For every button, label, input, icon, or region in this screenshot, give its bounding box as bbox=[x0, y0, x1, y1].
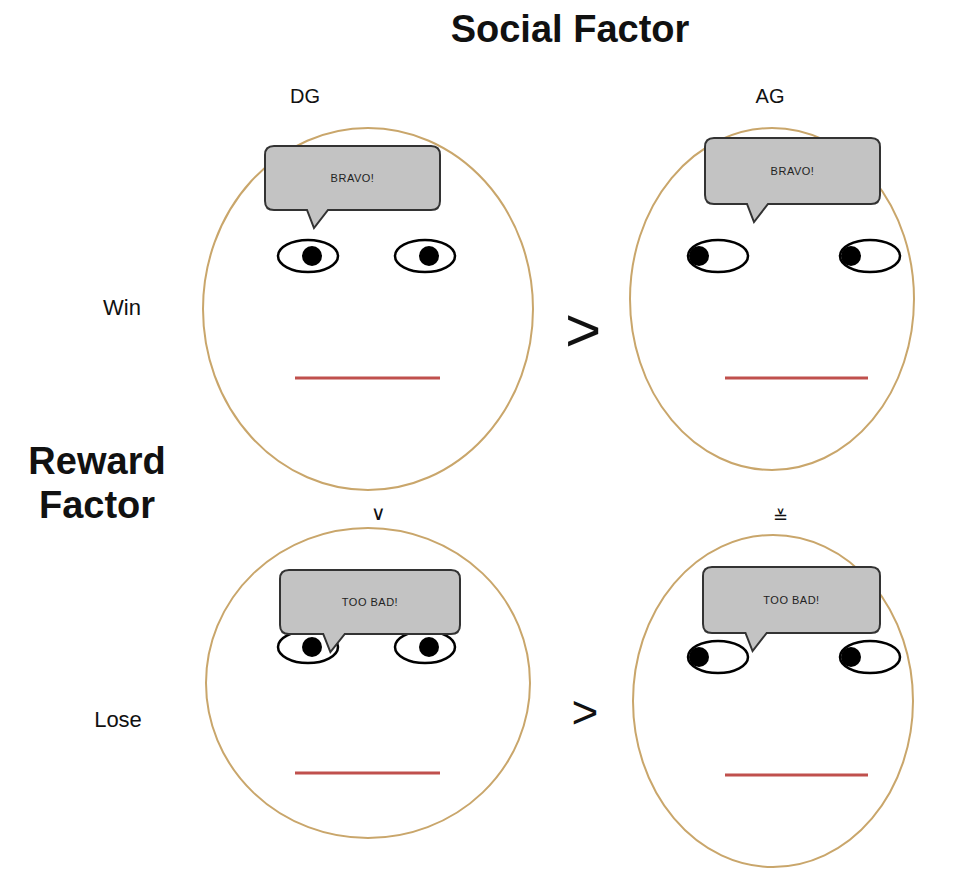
pupil bbox=[419, 637, 439, 657]
bubble-shape bbox=[705, 138, 880, 222]
eye bbox=[840, 240, 900, 272]
face-outline bbox=[203, 128, 533, 490]
bubble-shape bbox=[703, 567, 880, 651]
eye bbox=[688, 240, 748, 272]
pupil bbox=[419, 246, 439, 266]
pupil bbox=[689, 246, 709, 266]
mouth bbox=[725, 774, 868, 777]
pupil bbox=[841, 647, 861, 667]
speech-bubble: BRAVO! bbox=[705, 138, 880, 204]
eye bbox=[840, 641, 900, 673]
row-label: Lose bbox=[94, 707, 142, 732]
bubble-text: TOO BAD! bbox=[342, 596, 398, 608]
eye bbox=[395, 631, 455, 663]
column-header: AG bbox=[756, 85, 785, 108]
mouth bbox=[295, 377, 440, 380]
eye bbox=[395, 240, 455, 272]
comparison-symbol: > bbox=[572, 686, 599, 739]
speech-bubble: BRAVO! bbox=[265, 146, 440, 210]
face-outline bbox=[630, 128, 914, 470]
axis-title: Social Factor bbox=[451, 8, 690, 52]
comparison-symbol: ∨ bbox=[371, 502, 386, 525]
mouth bbox=[295, 772, 440, 775]
axis-title: Reward Factor bbox=[0, 440, 197, 527]
pupil bbox=[302, 637, 322, 657]
bubble-shape bbox=[265, 146, 440, 228]
pupil bbox=[689, 647, 709, 667]
pupil bbox=[302, 246, 322, 266]
bubble-text: BRAVO! bbox=[771, 165, 815, 177]
bubble-text: BRAVO! bbox=[331, 172, 375, 184]
bubble-text: TOO BAD! bbox=[763, 594, 819, 606]
speech-bubble: TOO BAD! bbox=[703, 567, 880, 633]
mouth bbox=[725, 377, 868, 380]
face-outline bbox=[206, 528, 530, 838]
pupil bbox=[841, 246, 861, 266]
eye bbox=[688, 641, 748, 673]
speech-bubble: TOO BAD! bbox=[280, 570, 460, 634]
face-outline bbox=[633, 535, 913, 867]
eye bbox=[278, 240, 338, 272]
column-header: DG bbox=[290, 85, 320, 108]
row-label: Win bbox=[103, 295, 141, 320]
bubble-shape bbox=[280, 570, 460, 652]
comparison-symbol: ≚ bbox=[773, 507, 788, 528]
comparison-symbol: > bbox=[565, 294, 601, 365]
